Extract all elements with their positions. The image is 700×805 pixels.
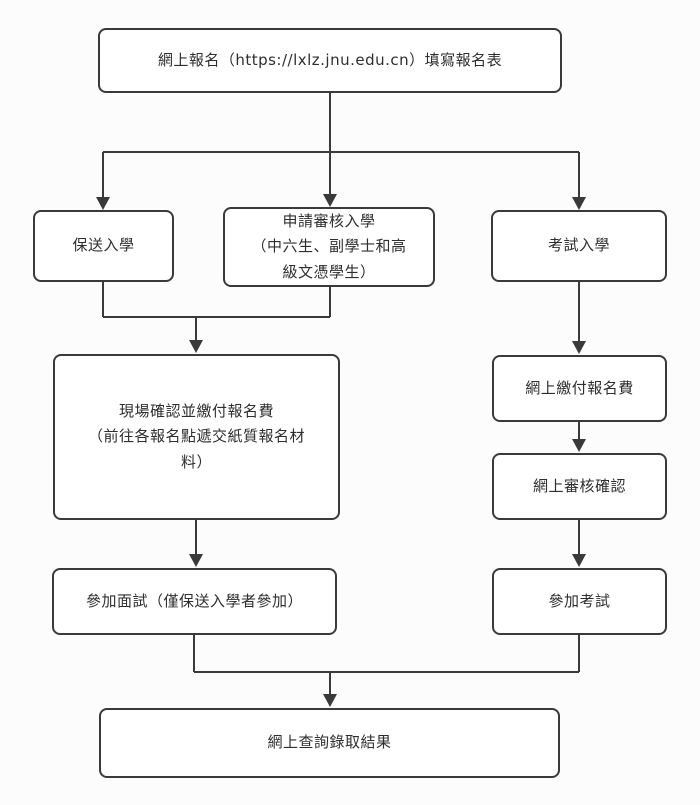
node-check-results: 網上查詢錄取結果 bbox=[99, 708, 560, 778]
node-attend-exam: 參加考試 bbox=[492, 568, 667, 635]
node-label: 參加考試 bbox=[548, 591, 611, 610]
node-online-pay-fee: 網上繳付報名費 bbox=[492, 355, 667, 422]
node-label: 保送入學 bbox=[72, 236, 135, 255]
node-onsite-confirmation: 現場確認並繳付報名費 （前往各報名點遞交紙質報名材 料） bbox=[53, 354, 340, 520]
node-attend-interview: 參加面試（僅保送入學者參加） bbox=[52, 568, 337, 635]
node-label: 級文憑學生） bbox=[282, 262, 376, 281]
node-label: 考試入學 bbox=[547, 236, 610, 255]
node-label: 申請審核入學 bbox=[282, 211, 376, 230]
node-recommended-admission: 保送入學 bbox=[33, 210, 174, 282]
node-label: （前往各報名點遞交紙質報名材 bbox=[87, 427, 305, 446]
node-label: 網上報名（https://lxlz.jnu.edu.cn）填寫報名表 bbox=[157, 50, 503, 69]
node-label: 參加面試（僅保送入學者參加） bbox=[85, 591, 303, 610]
node-label: 網上繳付報名費 bbox=[525, 378, 634, 397]
node-exam-admission: 考試入學 bbox=[491, 210, 667, 282]
node-label: （中六生、副學士和高 bbox=[251, 237, 407, 256]
node-label: 網上查詢錄取結果 bbox=[267, 733, 392, 752]
node-label: 網上審核確認 bbox=[532, 476, 626, 495]
node-label: 現場確認並繳付報名費 bbox=[118, 401, 274, 420]
node-online-review-confirm: 網上審核確認 bbox=[492, 453, 667, 520]
node-application-review-admission: 申請審核入學 （中六生、副學士和高 級文憑學生） bbox=[223, 207, 435, 287]
node-online-registration: 網上報名（https://lxlz.jnu.edu.cn）填寫報名表 bbox=[98, 28, 562, 93]
node-label: 料） bbox=[180, 452, 212, 471]
